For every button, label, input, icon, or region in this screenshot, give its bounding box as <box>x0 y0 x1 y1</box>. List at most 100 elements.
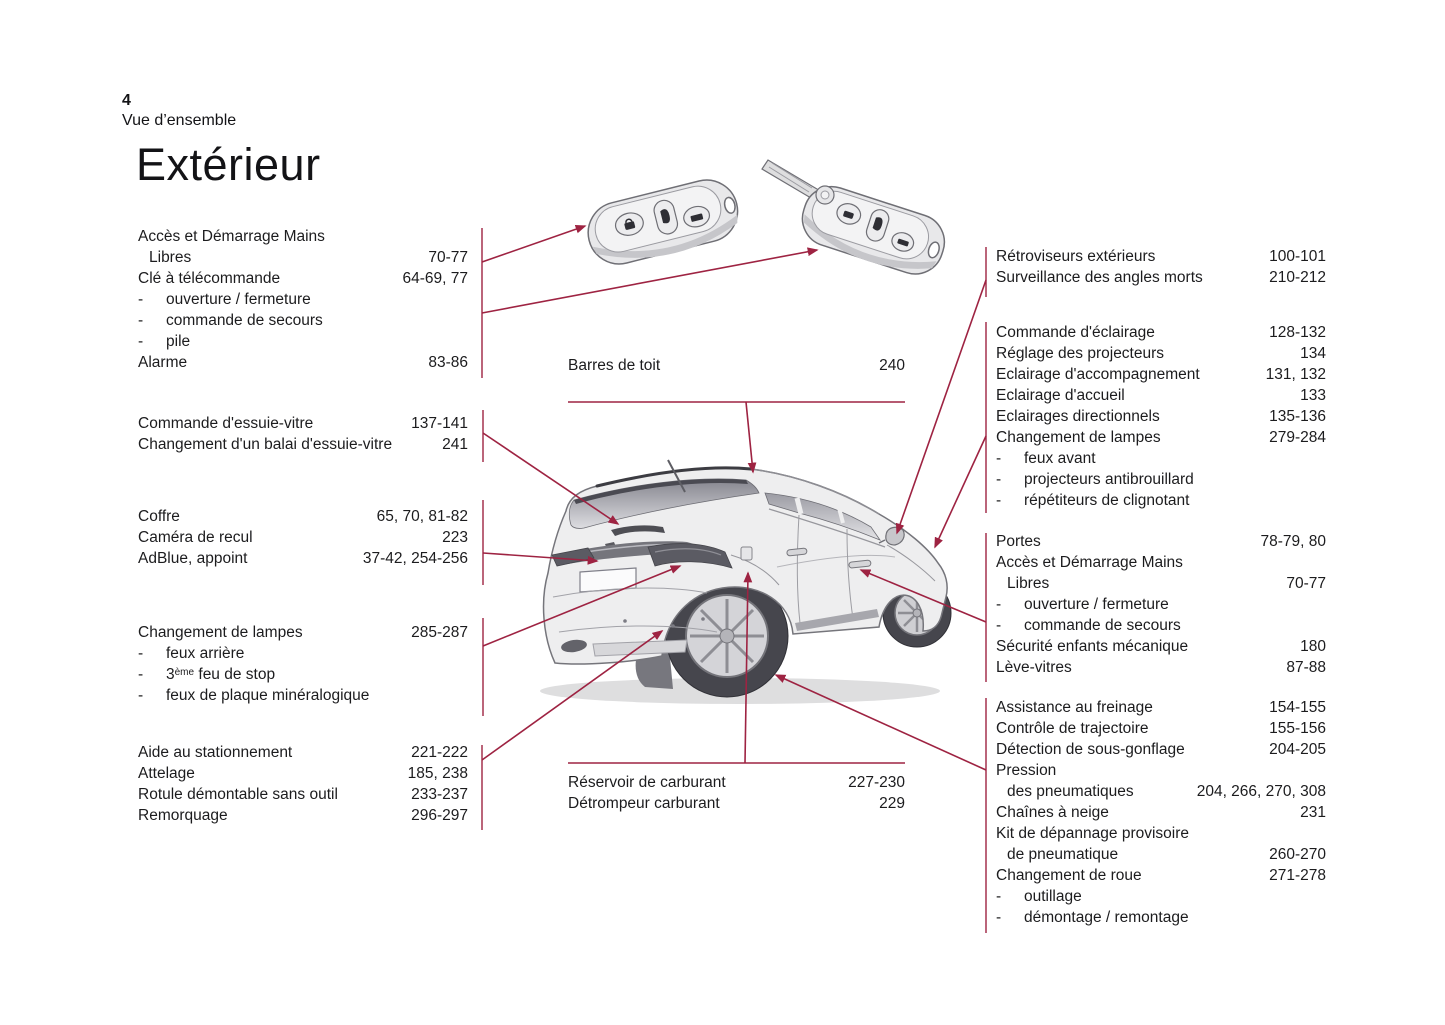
list-dash: - <box>996 471 1002 488</box>
list-dash: - <box>138 291 144 308</box>
entry-label: feux arrière <box>166 645 245 662</box>
entry-label: pile <box>166 333 191 350</box>
entry-pages: 128-132 <box>1269 324 1326 341</box>
index-entry: - projecteurs antibrouillard <box>996 469 1326 490</box>
entry-label: Eclairage d'accueil <box>996 387 1125 404</box>
entry-label: Commande d'éclairage <box>996 324 1155 341</box>
entry-label: Accès et Démarrage Mains <box>996 554 1183 571</box>
entry-label: Rétroviseurs extérieurs <box>996 248 1156 265</box>
entry-pages: 65, 70, 81-82 <box>376 508 468 525</box>
entry-label: ouverture / fermeture <box>166 291 311 308</box>
entry-pages: 64-69, 77 <box>402 270 469 287</box>
entry-pages: 233-237 <box>411 786 468 803</box>
entry-label: Libres <box>149 249 192 266</box>
page-title: Extérieur <box>136 139 321 190</box>
entry-label: Clé à télécommande <box>138 270 281 287</box>
entry-label: Réglage des projecteurs <box>996 345 1165 362</box>
entry-label: Pression <box>996 762 1057 779</box>
index-block-essuie-vitre: Commande d'essuie-vitre 137-141 Changeme… <box>138 413 468 455</box>
index-entry: AdBlue, appoint 37-42, 254-256 <box>138 548 468 569</box>
entry-label: de pneumatique <box>1007 846 1119 863</box>
entry-pages: 296-297 <box>411 807 468 824</box>
index-entry: Changement d'un balai d'essuie-vitre 241 <box>138 434 468 455</box>
entry-pages: 137-141 <box>411 415 468 432</box>
index-entry: Caméra de recul 223 <box>138 527 468 548</box>
entry-label: outillage <box>1024 888 1082 905</box>
entry-pages: 227-230 <box>848 774 905 791</box>
entry-pages: 70-77 <box>428 249 468 266</box>
index-entry: - commande de secours <box>138 310 468 331</box>
entry-pages: 37-42, 254-256 <box>362 550 468 567</box>
index-entry: Assistance au freinage 154-155 <box>996 697 1326 718</box>
entry-pages: 204, 266, 270, 308 <box>1196 783 1326 800</box>
entry-label: Chaînes à neige <box>996 804 1109 821</box>
arrow-to-left-key <box>481 224 587 263</box>
entry-label: Barres de toit <box>568 357 661 374</box>
index-entry: Commande d'essuie-vitre 137-141 <box>138 413 468 434</box>
index-entry: Coffre 65, 70, 81-82 <box>138 506 468 527</box>
entry-label: Kit de dépannage provisoire <box>996 825 1190 842</box>
entry-pages: 285-287 <box>411 624 468 641</box>
entry-label: Alarme <box>138 354 188 371</box>
entry-pages: 229 <box>879 795 905 812</box>
index-block-retroviseurs: Rétroviseurs extérieurs 100-101 Surveill… <box>996 246 1326 288</box>
index-entry: Réservoir de carburant 227-230 <box>568 772 905 793</box>
index-entry: - ouverture / fermeture <box>996 594 1326 615</box>
index-entry: de pneumatique 260-270 <box>996 844 1326 865</box>
entry-label: Détrompeur carburant <box>568 795 720 812</box>
entry-label: Accès et Démarrage Mains <box>138 228 325 245</box>
parking-sensor <box>623 619 627 623</box>
index-entry: - outillage <box>996 886 1326 907</box>
index-entry: - 3ème feu de stop <box>138 664 468 685</box>
index-block-barres-toit: Barres de toit 240 <box>568 355 905 376</box>
list-dash: - <box>138 666 144 683</box>
index-entry: Rétroviseurs extérieurs 100-101 <box>996 246 1326 267</box>
parking-sensor <box>671 624 675 628</box>
entry-label: Rotule démontable sans outil <box>138 786 338 803</box>
list-dash: - <box>138 333 144 350</box>
rear-wiper <box>611 525 665 536</box>
list-dash: - <box>138 645 144 662</box>
entry-pages: 204-205 <box>1269 741 1326 758</box>
entry-pages: 185, 238 <box>407 765 468 782</box>
list-dash: - <box>138 312 144 329</box>
entry-label: Portes <box>996 533 1041 550</box>
entry-label: Sécurité enfants mécanique <box>996 638 1189 655</box>
index-entry: Clé à télécommande 64-69, 77 <box>138 268 468 289</box>
entry-label: Commande d'essuie-vitre <box>138 415 314 432</box>
entry-label: commande de secours <box>1024 617 1181 634</box>
car-rear-three-quarter-illustration <box>540 459 952 704</box>
antenna <box>667 459 686 493</box>
entry-label: AdBlue, appoint <box>138 550 248 567</box>
entry-label: Surveillance des angles morts <box>996 269 1203 286</box>
index-entry: Pression <box>996 760 1326 781</box>
entry-pages: 78-79, 80 <box>1260 533 1327 550</box>
index-entry: Portes 78-79, 80 <box>996 531 1326 552</box>
index-entry: Chaînes à neige 231 <box>996 802 1326 823</box>
index-entry: - répétiteurs de clignotant <box>996 490 1326 511</box>
entry-pages: 131, 132 <box>1265 366 1326 383</box>
entry-label: Changement de lampes <box>996 429 1161 446</box>
entry-label: Remorquage <box>138 807 228 824</box>
index-entry: - démontage / remontage <box>996 907 1326 928</box>
entry-label: ouverture / fermeture <box>1024 596 1169 613</box>
entry-label: Aide au stationnement <box>138 744 293 761</box>
list-dash: - <box>996 617 1002 634</box>
entry-pages: 223 <box>442 529 468 546</box>
side-windows <box>764 492 882 541</box>
entry-label: Caméra de recul <box>138 529 253 546</box>
index-entry: - feux avant <box>996 448 1326 469</box>
fuel-filler-door <box>740 546 753 561</box>
entry-label: Lève-vitres <box>996 659 1072 676</box>
index-entry: Accès et Démarrage Mains <box>996 552 1326 573</box>
entry-label: Changement de lampes <box>138 624 303 641</box>
entry-pages: 100-101 <box>1269 248 1326 265</box>
entry-pages: 260-270 <box>1269 846 1326 863</box>
index-entry: - feux arrière <box>138 643 468 664</box>
front-door-handle <box>848 559 872 569</box>
entry-pages: 70-77 <box>1286 575 1326 592</box>
entry-label: Changement de roue <box>996 867 1142 884</box>
index-entry: Changement de lampes 285-287 <box>138 622 468 643</box>
parking-sensor <box>701 617 705 621</box>
